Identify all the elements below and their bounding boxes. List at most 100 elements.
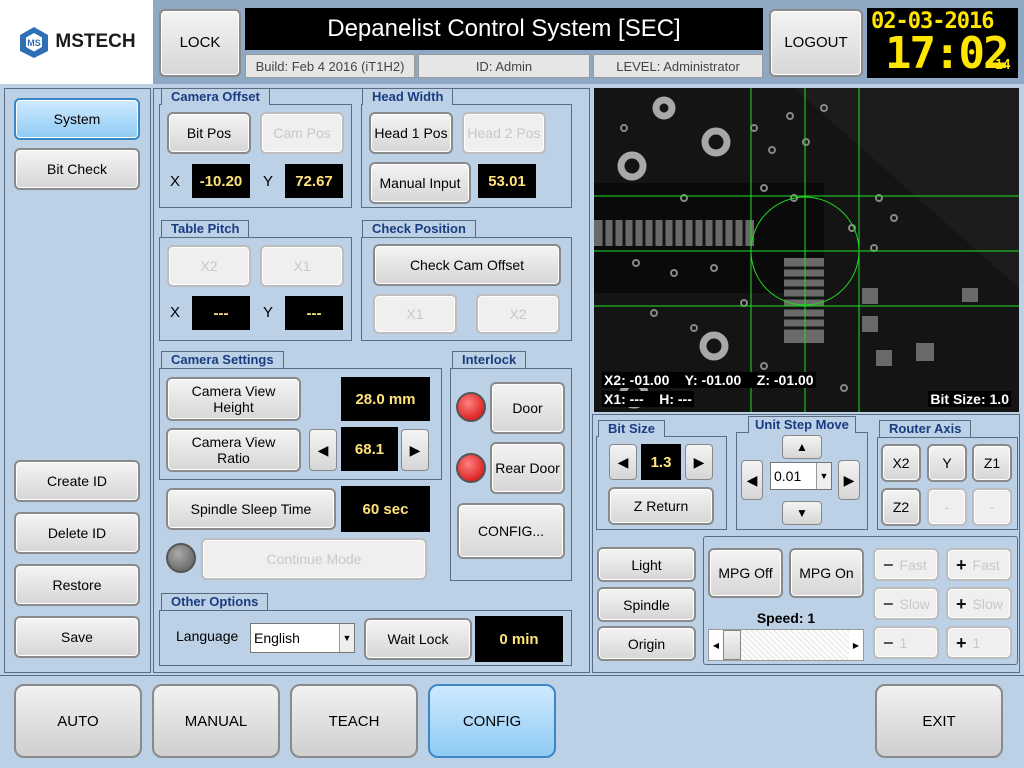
manual-input-button[interactable]: Manual Input [369,162,471,204]
lock-button[interactable]: LOCK [159,9,241,77]
sidebar-item-bit-check[interactable]: Bit Check [14,148,140,190]
pitch-y-value: --- [285,296,343,330]
chevron-down-icon: ▼ [816,463,831,489]
continue-mode-indicator [166,543,196,573]
logout-button[interactable]: LOGOUT [769,9,863,77]
step-up-button[interactable]: ▲ [782,435,822,459]
brand-name: MSTECH [55,31,136,52]
brand-logo: MS MSTECH [0,0,153,84]
camera-view-ratio-value: 68.1 [341,427,398,471]
speed-slider[interactable]: ◀ ▶ [708,629,864,661]
door-status-led [456,392,486,422]
wait-lock-value: 0 min [475,616,563,662]
axis-z1-button[interactable]: Z1 [972,444,1012,482]
page-title: Depanelist Control System [SEC] [245,8,763,50]
camera-view-ratio-button[interactable]: Camera View Ratio [166,428,301,472]
unit-step-title: Unit Step Move [748,416,856,433]
pitch-x-label: X [170,304,181,321]
ratio-decrease-button[interactable]: ◀ [309,429,337,471]
language-select[interactable]: English ▼ [250,623,355,653]
offset-y-value: 72.67 [285,164,343,198]
pitch-x1-button[interactable]: X1 [260,245,344,287]
origin-button[interactable]: Origin [597,626,696,661]
rear-door-button[interactable]: Rear Door [490,442,565,494]
restore-button[interactable]: Restore [14,564,140,606]
spindle-button[interactable]: Spindle [597,587,696,622]
bit-size-title: Bit Size [598,420,665,437]
check-cam-offset-button[interactable]: Check Cam Offset [373,244,561,286]
mode-teach-button[interactable]: TEACH [290,684,418,758]
mpg-on-button[interactable]: MPG On [789,548,864,598]
head-width-group [361,104,572,208]
camera-readout-line2: X1: --- H: --- [602,391,694,407]
check-x2-button[interactable]: X2 [476,294,560,334]
mpg-off-button[interactable]: MPG Off [708,548,783,598]
speed-label: Speed: 1 [756,610,816,626]
plus-icon: + [956,632,967,653]
bit-size-decrease-button[interactable]: ◀ [609,444,637,480]
axis-z2-button[interactable]: Z2 [881,488,921,526]
camera-view-height-button[interactable]: Camera View Height [166,377,301,421]
plus-icon: + [956,593,967,614]
exit-button[interactable]: EXIT [875,684,1003,758]
head-2-pos-button[interactable]: Head 2 Pos [462,112,546,154]
light-button[interactable]: Light [597,547,696,582]
step-left-button[interactable]: ◀ [741,460,763,500]
offset-y-label: Y [263,173,274,190]
z-return-button[interactable]: Z Return [608,487,714,525]
pcb-image [594,88,1019,412]
ratio-increase-button[interactable]: ▶ [401,429,429,471]
delete-id-button[interactable]: Delete ID [14,512,140,554]
chevron-down-icon: ▼ [339,624,354,652]
plus-slow-button[interactable]: +Slow [946,587,1012,620]
pitch-x2-button[interactable]: X2 [167,245,251,287]
step-size-select[interactable]: 0.01 ▼ [770,462,832,490]
clock: 02-03-2016 17:02 14 [867,8,1018,78]
mode-auto-button[interactable]: AUTO [14,684,142,758]
bit-size-increase-button[interactable]: ▶ [685,444,713,480]
pitch-y-label: Y [263,304,274,321]
minus-slow-button[interactable]: −Slow [873,587,939,620]
cam-pos-button[interactable]: Cam Pos [260,112,344,154]
axis-empty-button-1[interactable]: - [927,488,967,526]
slider-track [723,630,849,660]
camera-view-height-value: 28.0 mm [341,377,430,421]
language-label: Language [176,628,239,644]
wait-lock-button[interactable]: Wait Lock [364,618,472,660]
mstech-logo-icon: MS [20,27,49,58]
minus-one-button[interactable]: −1 [873,626,939,659]
continue-mode-button[interactable]: Continue Mode [201,538,427,580]
slider-thumb[interactable] [723,630,741,660]
mode-manual-button[interactable]: MANUAL [152,684,280,758]
camera-offset-title: Camera Offset [161,88,270,105]
router-axis-group [877,437,1018,530]
plus-one-button[interactable]: +1 [946,626,1012,659]
mpg-group [703,536,1018,665]
camera-settings-group [159,368,442,480]
head-1-pos-button[interactable]: Head 1 Pos [369,112,453,154]
slider-right-arrow[interactable]: ▶ [852,640,860,650]
user-level: LEVEL: Administrator [593,54,763,78]
mode-config-button[interactable]: CONFIG [428,684,556,758]
check-position-group [361,237,572,341]
sidebar-item-system[interactable]: System [14,98,140,140]
other-options-group [159,610,572,666]
create-id-button[interactable]: Create ID [14,460,140,502]
step-right-button[interactable]: ▶ [838,460,860,500]
plus-fast-button[interactable]: +Fast [946,548,1012,581]
save-button[interactable]: Save [14,616,140,658]
control-panel [592,414,1020,673]
step-down-button[interactable]: ▼ [782,501,822,525]
minus-fast-button[interactable]: −Fast [873,548,939,581]
axis-x2-button[interactable]: X2 [881,444,921,482]
spindle-sleep-time-button[interactable]: Spindle Sleep Time [166,488,336,530]
offset-x-value: -10.20 [192,164,250,198]
check-x1-button[interactable]: X1 [373,294,457,334]
door-button[interactable]: Door [490,382,565,434]
bit-pos-button[interactable]: Bit Pos [167,112,251,154]
bit-size-value: 1.3 [641,444,681,480]
axis-empty-button-2[interactable]: - [972,488,1012,526]
config-button[interactable]: CONFIG... [457,503,565,559]
slider-left-arrow[interactable]: ◀ [712,640,720,650]
axis-y-button[interactable]: Y [927,444,967,482]
